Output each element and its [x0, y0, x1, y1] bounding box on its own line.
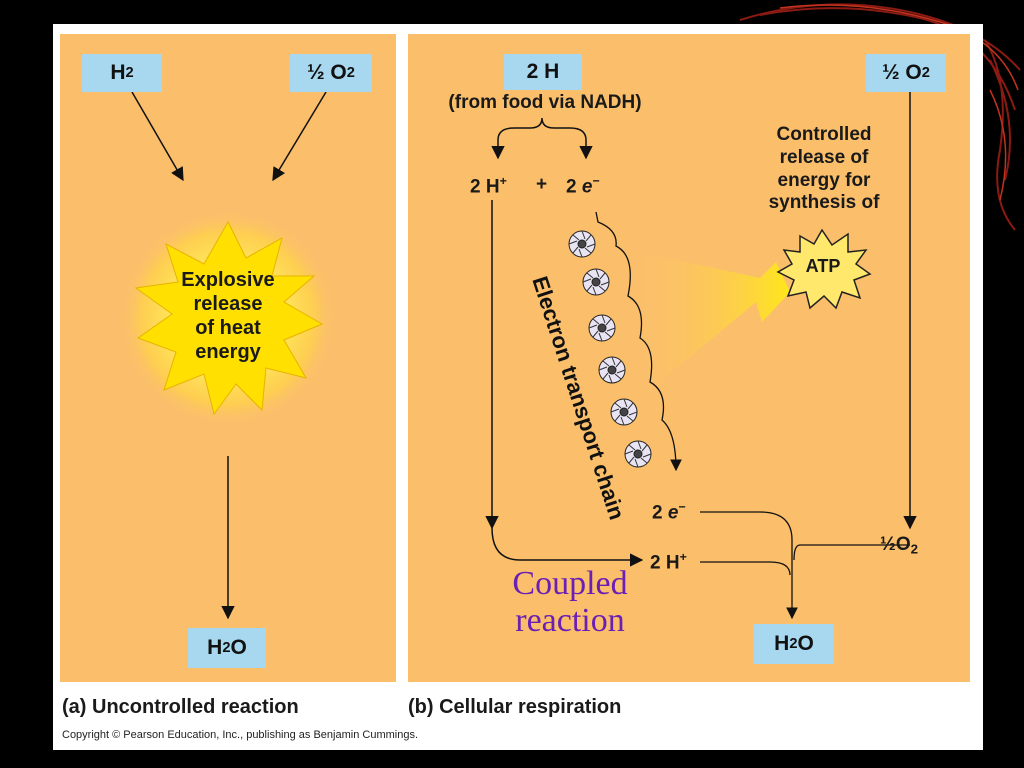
water-h-b: H: [774, 632, 790, 655]
explosion-line-1: Explosive: [181, 269, 275, 291]
reaction-text: reaction: [515, 601, 625, 639]
coupled-reaction-overlay: Coupled reaction: [490, 565, 650, 639]
water-h-a: H: [207, 636, 223, 659]
h2-label: H: [110, 61, 126, 84]
atp-label: ATP: [805, 256, 841, 276]
arrow-h2: [131, 91, 184, 182]
explosion-line-3: of heat: [195, 317, 261, 339]
energy-beam: [630, 250, 790, 390]
water-o-a: O: [230, 636, 247, 659]
bottom-o2-sub: 2: [910, 541, 919, 557]
electrons-sup: −: [592, 174, 600, 188]
bottom-electrons-sup: −: [678, 500, 686, 514]
protons-text: 2 H: [470, 176, 500, 198]
bottom-protons-text: 2 H: [650, 552, 680, 574]
explosion-starburst: [134, 220, 324, 416]
water-o-b: O: [797, 632, 814, 655]
bottom-protons-label: 2 H+: [650, 550, 687, 575]
coupled-text: Coupled: [512, 565, 628, 602]
o2-subscript-b: 2: [921, 65, 930, 81]
bottom-electrons-symbol: e: [667, 502, 679, 524]
water-sub-b: 2: [789, 636, 798, 652]
controlled-line-3: energy for: [777, 169, 871, 191]
controlled-line-4: synthesis of: [768, 192, 880, 214]
o2-label-a: ½ O: [307, 61, 347, 84]
caption-a: (a) Uncontrolled reaction: [62, 696, 299, 718]
electrons-label: 2 e−: [566, 174, 600, 199]
from-food-label: (from food via NADH): [448, 92, 642, 113]
bottom-electrons-count: 2: [652, 502, 668, 524]
controlled-text: Controlled release of energy for synthes…: [744, 124, 904, 215]
bottom-electrons-label: 2 e−: [652, 500, 686, 525]
controlled-line-1: Controlled: [776, 124, 872, 145]
water-sub-a: 2: [222, 640, 231, 656]
electrons-symbol: e: [581, 176, 593, 198]
explosion-line-4: energy: [195, 341, 261, 363]
bottom-o2-text: ½O: [880, 534, 911, 555]
atp-starburst: [776, 228, 872, 310]
explosion-line-2: release: [193, 293, 263, 315]
two-h-label: 2 H: [526, 60, 560, 83]
explosion-text: Explosive release of heat energy: [160, 268, 296, 364]
line-proton-join: [700, 561, 791, 576]
arrow-to-water-b: [700, 511, 798, 620]
two-h-box: 2 H: [504, 54, 582, 90]
arrow-proton-right: [491, 527, 644, 567]
electron-carriers: [568, 230, 652, 468]
plus-sign: +: [536, 174, 548, 195]
protons-sup: +: [499, 174, 507, 188]
copyright-notice: Copyright © Pearson Education, Inc., pub…: [62, 729, 419, 741]
bottom-protons-sup: +: [679, 550, 687, 564]
arrow-o2: [272, 91, 327, 182]
controlled-line-2: release of: [779, 146, 869, 168]
protons-label: 2 H+: [470, 174, 507, 199]
h2-subscript: 2: [125, 65, 134, 81]
electrons-count: 2: [566, 176, 582, 198]
caption-b: (b) Cellular respiration: [408, 696, 622, 718]
electron-chain-arrow: [595, 211, 682, 472]
line-o2-merge: [793, 544, 801, 561]
o2-label-b: ½ O: [882, 61, 922, 84]
brace: [497, 117, 587, 141]
o2-subscript-a: 2: [346, 65, 355, 81]
panel-b: [408, 34, 970, 682]
bottom-o2-label: ½O2: [880, 534, 918, 557]
